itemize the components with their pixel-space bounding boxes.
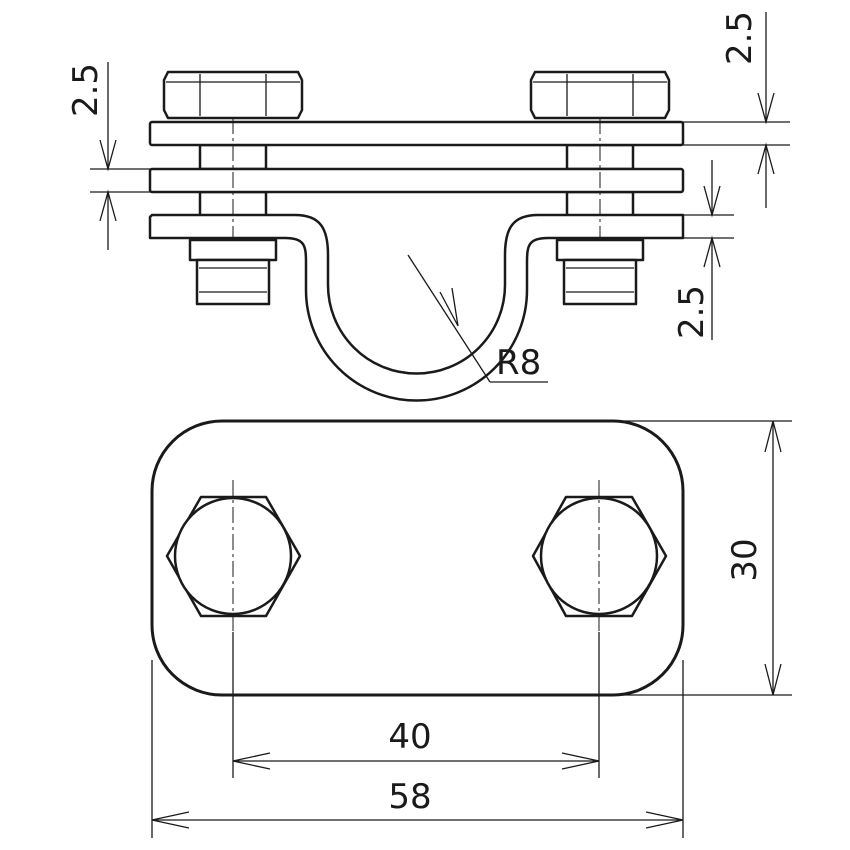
dim-label-thickness-bottom-right: 2.5 bbox=[672, 285, 712, 339]
top-plate bbox=[148, 120, 685, 147]
left-bolt-head bbox=[162, 70, 304, 120]
dim-label-hole-spacing: 40 bbox=[388, 717, 431, 757]
dim-label-radius: R8 bbox=[496, 343, 541, 383]
top-right-thickness-dimension bbox=[683, 12, 790, 208]
dim-label-thickness-top-right: 2.5 bbox=[720, 11, 760, 65]
left-nut bbox=[188, 238, 278, 306]
bottom-right-thickness-dimension bbox=[683, 160, 734, 340]
dim-label-overall-length: 58 bbox=[388, 777, 431, 817]
height-dimension bbox=[620, 420, 792, 696]
right-bolt-head bbox=[529, 70, 671, 120]
bottom-saddle-plate bbox=[148, 213, 685, 402]
radius-leader bbox=[407, 254, 548, 383]
top-view: 30 40 58 bbox=[150, 419, 792, 838]
left-thickness-dimension bbox=[90, 62, 150, 250]
hole-spacing-dimension bbox=[232, 632, 600, 778]
dim-label-height: 30 bbox=[725, 538, 765, 581]
right-nut bbox=[555, 238, 645, 306]
side-view: 2.5 2.5 2.5 R8 bbox=[66, 11, 790, 402]
overall-length-dimension bbox=[151, 660, 684, 838]
middle-plate bbox=[148, 167, 685, 194]
base-plate-outline bbox=[150, 419, 685, 697]
dim-label-thickness-left: 2.5 bbox=[66, 63, 106, 117]
